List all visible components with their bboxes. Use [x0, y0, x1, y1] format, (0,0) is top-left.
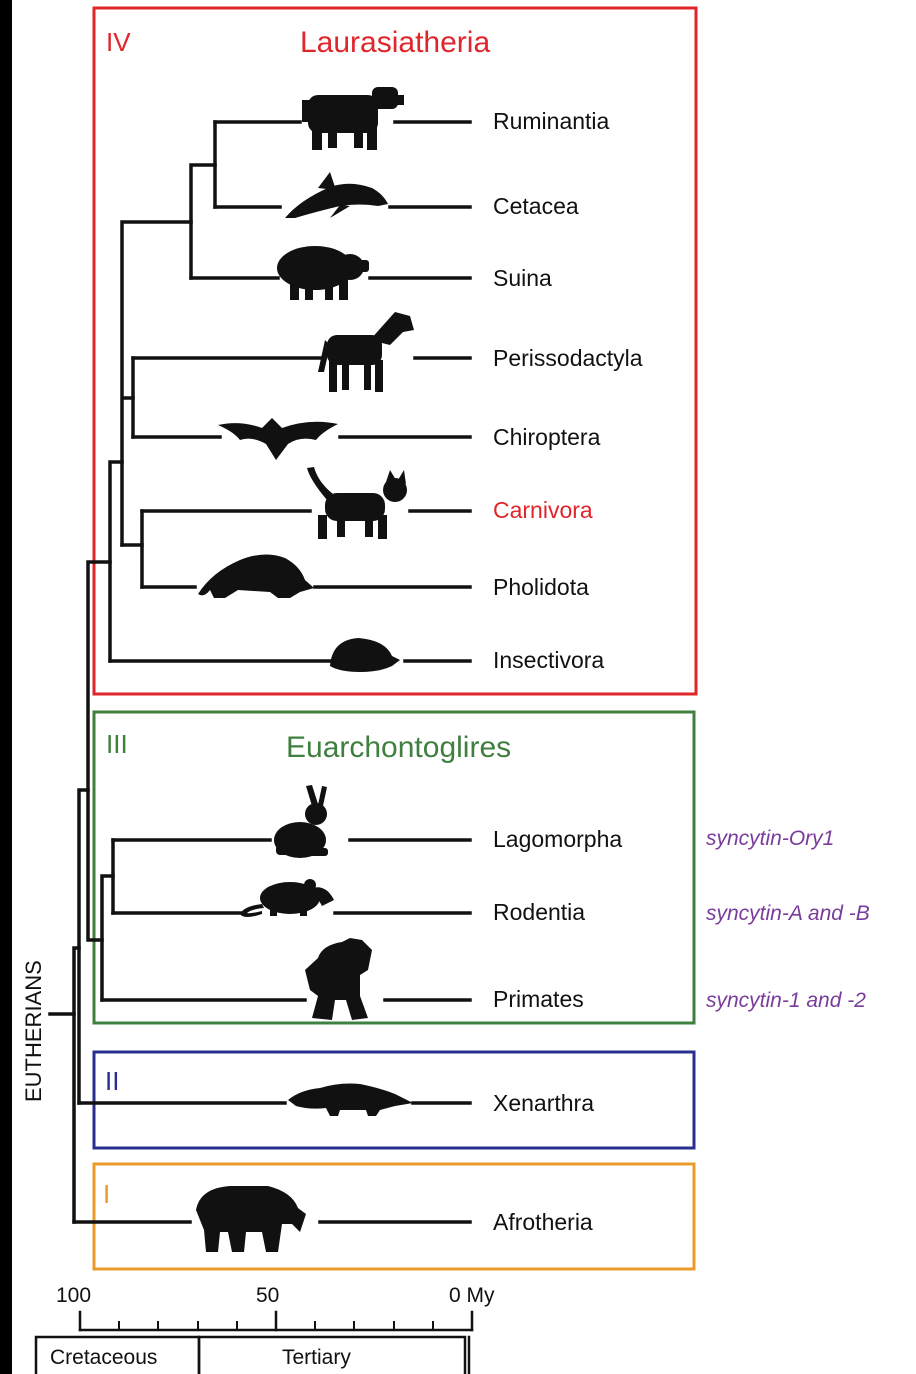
taxon-label: Lagomorpha — [493, 826, 622, 852]
axis-tick-label-0: 0 My — [449, 1284, 495, 1307]
root-label-eutherians: EUTHERIANS — [21, 960, 46, 1102]
cat-icon — [307, 467, 407, 539]
taxon-label: Cetacea — [493, 193, 579, 219]
rat-icon — [240, 879, 334, 917]
period-label-tertiary: Tertiary — [282, 1346, 351, 1369]
bat-icon — [218, 418, 338, 460]
tree-branches — [50, 122, 470, 1222]
taxon-label: Afrotheria — [493, 1209, 593, 1235]
syncytin-label-rodentia: syncytin-A and -B — [706, 902, 870, 925]
taxon-label: Chiroptera — [493, 424, 601, 450]
group-title-euarchontoglires: Euarchontoglires — [286, 731, 511, 764]
gorilla-icon — [305, 938, 372, 1020]
group-title-laurasiatheria: Laurasiatheria — [300, 26, 490, 59]
elephant-icon — [196, 1186, 306, 1252]
axis-tick-label-100: 100 — [56, 1284, 91, 1307]
period-label-cretaceous: Cretaceous — [50, 1346, 157, 1369]
pig-icon — [277, 246, 369, 300]
anteater-icon — [288, 1084, 413, 1117]
taxon-label: Primates — [493, 986, 584, 1012]
taxon-label: Perissodactyla — [493, 345, 643, 371]
horse-icon — [318, 312, 414, 392]
rabbit-icon — [274, 785, 328, 858]
taxon-labels: Ruminantia Cetacea Suina Perissodactyla … — [493, 108, 643, 1235]
taxon-label-carnivora: Carnivora — [493, 497, 593, 523]
taxon-label: Rodentia — [493, 899, 585, 925]
group-roman-ii: II — [105, 1066, 119, 1096]
cow-icon — [302, 87, 404, 150]
syncytin-label-primates: syncytin-1 and -2 — [706, 989, 866, 1012]
group-roman-iii: III — [106, 729, 128, 759]
group-box-i — [94, 1164, 694, 1269]
group-roman-i: I — [103, 1179, 110, 1209]
hedgehog-icon — [330, 638, 400, 672]
taxon-label: Suina — [493, 265, 552, 291]
axis-tick-label-50: 50 — [256, 1284, 279, 1307]
syncytin-label-lagomorpha: syncytin-Ory1 — [706, 827, 834, 850]
taxon-label: Xenarthra — [493, 1090, 594, 1116]
time-axis: 100 50 0 My Cretaceous Tertiary — [36, 1284, 495, 1374]
dolphin-icon — [285, 172, 388, 218]
group-roman-iv: IV — [106, 27, 131, 57]
taxon-label: Ruminantia — [493, 108, 610, 134]
taxon-label: Pholidota — [493, 574, 589, 600]
taxon-label: Insectivora — [493, 647, 604, 673]
pangolin-icon — [198, 554, 314, 598]
